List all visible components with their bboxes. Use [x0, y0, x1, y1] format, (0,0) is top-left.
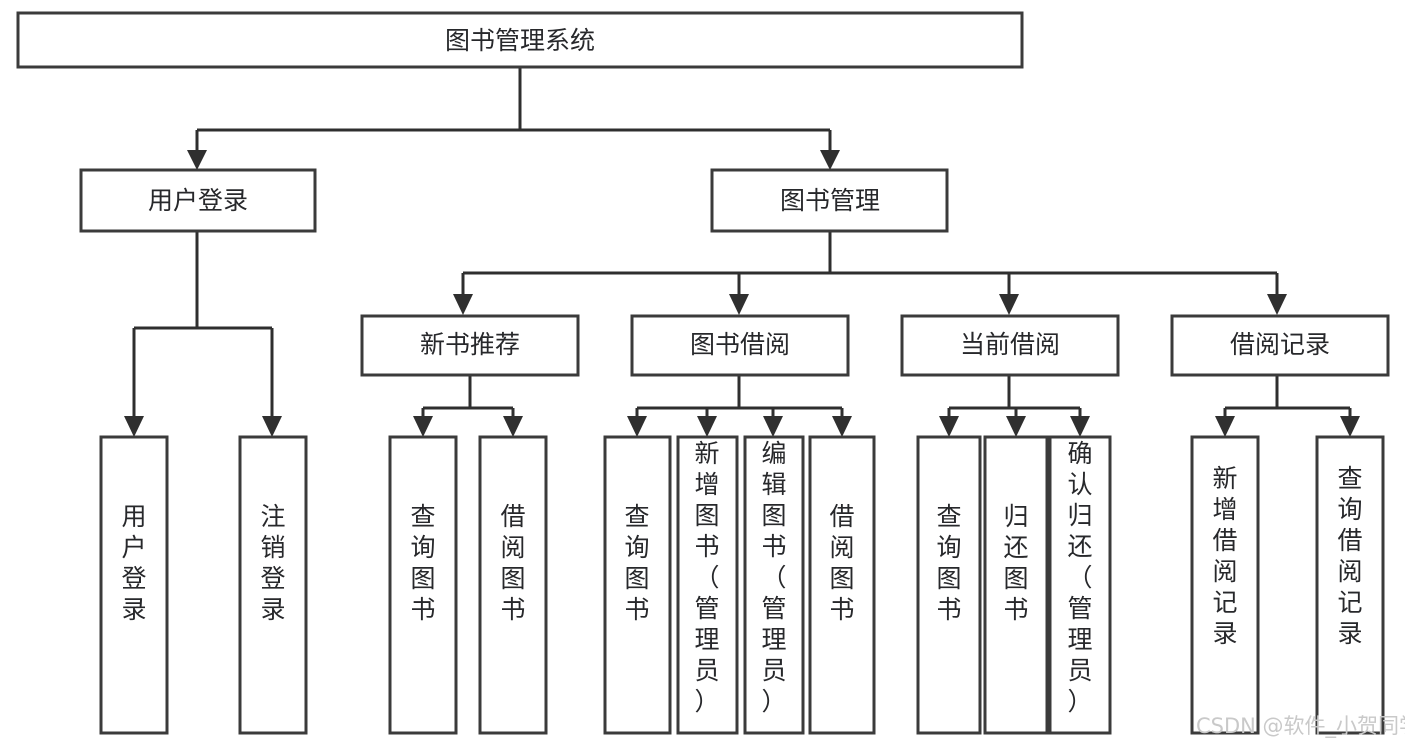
node-borrow-record-label: 借阅记录 — [1230, 330, 1330, 359]
node-borrow-record[interactable]: 借阅记录 — [1170, 314, 1390, 377]
arrowhead-leaf-logout-login — [262, 416, 282, 437]
node-leaf-query-book-1[interactable]: 查询图书 — [388, 435, 458, 735]
node-leaf-borrow-book-2-label: 借阅图书 — [829, 502, 854, 624]
node-book-management[interactable]: 图书管理 — [710, 168, 949, 233]
node-user-login-label: 用户登录 — [148, 186, 248, 215]
arrowhead-leaf-confirm-return — [1070, 416, 1090, 437]
node-leaf-edit-book-label: 编辑图书（管理员） — [761, 439, 786, 716]
node-leaf-query-book-1-label: 查询图书 — [410, 502, 435, 624]
node-leaf-confirm-return[interactable]: 确认归还（管理员） — [1048, 435, 1112, 735]
node-new-book-recommend-label: 新书推荐 — [420, 330, 520, 359]
node-leaf-logout-login-label: 注销登录 — [260, 502, 285, 624]
arrowhead-current-borrow — [999, 294, 1019, 315]
arrowhead-leaf-user-login — [124, 416, 144, 437]
node-leaf-edit-book[interactable]: 编辑图书（管理员） — [743, 435, 805, 735]
node-leaf-return-book-label: 归还图书 — [1003, 502, 1028, 624]
arrowhead-leaf-borrow-book-1 — [503, 416, 523, 437]
node-root[interactable]: 图书管理系统 — [16, 11, 1024, 69]
arrowhead-new-book-recommend — [453, 294, 473, 315]
node-leaf-query-record[interactable]: 查询借阅记录 — [1315, 435, 1385, 735]
node-leaf-query-book-3-label: 查询图书 — [936, 502, 961, 624]
node-leaf-return-book[interactable]: 归还图书 — [983, 435, 1049, 735]
node-leaf-borrow-book-1-label: 借阅图书 — [500, 502, 525, 624]
node-leaf-add-record-label: 新增借阅记录 — [1212, 464, 1237, 648]
node-leaf-confirm-return-label: 确认归还（管理员） — [1067, 439, 1092, 716]
arrowhead-leaf-return-book — [1006, 416, 1026, 437]
arrowhead-leaf-borrow-book-2 — [832, 416, 852, 437]
node-book-borrow-label: 图书借阅 — [690, 330, 790, 359]
node-current-borrow[interactable]: 当前借阅 — [900, 314, 1120, 377]
node-leaf-borrow-book-1[interactable]: 借阅图书 — [478, 435, 548, 735]
node-leaf-borrow-book-2[interactable]: 借阅图书 — [808, 435, 876, 735]
arrowhead-user-login — [187, 150, 207, 170]
arrowhead-leaf-query-book-2 — [627, 416, 647, 437]
node-leaf-query-book-2[interactable]: 查询图书 — [603, 435, 672, 735]
arrowhead-leaf-query-book-3 — [939, 416, 959, 437]
node-leaf-add-book-label: 新增图书（管理员） — [694, 439, 719, 716]
node-new-book-recommend[interactable]: 新书推荐 — [360, 314, 580, 377]
node-leaf-query-record-label: 查询借阅记录 — [1337, 464, 1362, 648]
node-leaf-add-record[interactable]: 新增借阅记录 — [1190, 435, 1260, 735]
arrowhead-leaf-edit-book — [763, 416, 783, 437]
arrowhead-book-borrow — [729, 294, 749, 315]
node-book-management-label: 图书管理 — [780, 186, 880, 215]
node-book-borrow[interactable]: 图书借阅 — [630, 314, 850, 377]
arrowhead-leaf-query-record — [1340, 416, 1360, 437]
node-leaf-query-book-3[interactable]: 查询图书 — [916, 435, 982, 735]
node-leaf-user-login-label: 用户登录 — [121, 502, 146, 624]
arrowhead-leaf-query-book-1 — [413, 416, 433, 437]
node-current-borrow-label: 当前借阅 — [960, 330, 1060, 359]
arrowhead-book-management — [820, 150, 840, 170]
watermark-text: CSDN @软件_小贺同学 — [1196, 714, 1405, 739]
arrowhead-leaf-add-book — [697, 416, 717, 437]
node-leaf-add-book[interactable]: 新增图书（管理员） — [676, 435, 739, 735]
node-leaf-user-login[interactable]: 用户登录 — [99, 435, 169, 735]
arrowhead-borrow-record — [1267, 294, 1287, 315]
connector-layer — [124, 67, 1360, 437]
node-leaf-logout-login[interactable]: 注销登录 — [238, 435, 308, 735]
node-user-login[interactable]: 用户登录 — [79, 168, 317, 233]
node-leaf-query-book-2-label: 查询图书 — [624, 502, 649, 624]
node-root-label: 图书管理系统 — [445, 26, 595, 55]
arrowhead-leaf-add-record — [1215, 416, 1235, 437]
